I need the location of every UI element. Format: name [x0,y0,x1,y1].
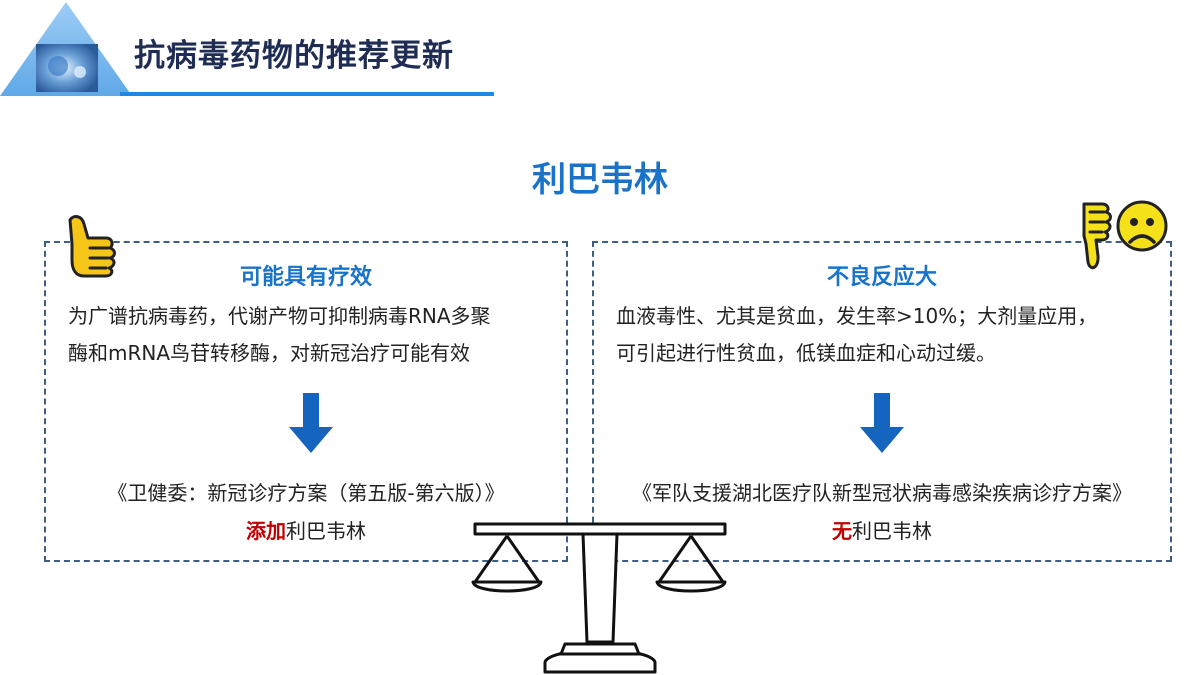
adverse-body: 血液毒性、尤其是贫血，发生率>10%；大剂量应用， 可引起进行性贫血，低镁血症和… [616,298,1154,372]
adverse-effects-panel: 不良反应大 血液毒性、尤其是贫血，发生率>10%；大剂量应用， 可引起进行性贫血… [592,241,1172,562]
adverse-body-line-1: 血液毒性、尤其是贫血，发生率>10%；大剂量应用， [616,304,1098,328]
verdict-drug: 利巴韦林 [286,519,366,543]
header-decoration [0,2,132,96]
balance-scale-icon [471,522,727,674]
efficacy-verdict: 添加利巴韦林 [46,515,566,544]
thumbs-up-icon [68,215,116,278]
adverse-title: 不良反应大 [826,265,937,290]
efficacy-source: 《卫健委：新冠诊疗方案（第五版-第六版）》 [107,481,505,505]
verdict-accent: 无 [832,519,852,543]
drug-name-heading: 利巴韦林 [532,160,668,200]
efficacy-body: 为广谱抗病毒药，代谢产物可抑制病毒RNA多聚 酶和mRNA鸟苷转移酶，对新冠治疗… [68,298,550,372]
arrow-down-icon [289,393,333,453]
efficacy-body-line-1: 为广谱抗病毒药，代谢产物可抑制病毒RNA多聚 [68,304,491,328]
thumbs-down-sad-face-icon [1082,200,1168,270]
page-title: 抗病毒药物的推荐更新 [134,38,454,74]
efficacy-title: 可能具有疗效 [239,265,372,290]
verdict-drug: 利巴韦林 [852,519,932,543]
adverse-source: 《军队支援湖北医疗队新型冠状病毒感染疾病诊疗方案》 [632,481,1132,505]
efficacy-body-line-2: 酶和mRNA鸟苷转移酶，对新冠治疗可能有效 [68,341,471,365]
efficacy-panel: 可能具有疗效 为广谱抗病毒药，代谢产物可抑制病毒RNA多聚 酶和mRNA鸟苷转移… [44,241,568,562]
title-underline [120,92,494,96]
adverse-verdict: 无利巴韦林 [594,515,1170,544]
verdict-accent: 添加 [246,519,286,543]
adverse-body-line-2: 可引起进行性贫血，低镁血症和心动过缓。 [616,341,996,365]
arrow-down-icon [860,393,904,453]
